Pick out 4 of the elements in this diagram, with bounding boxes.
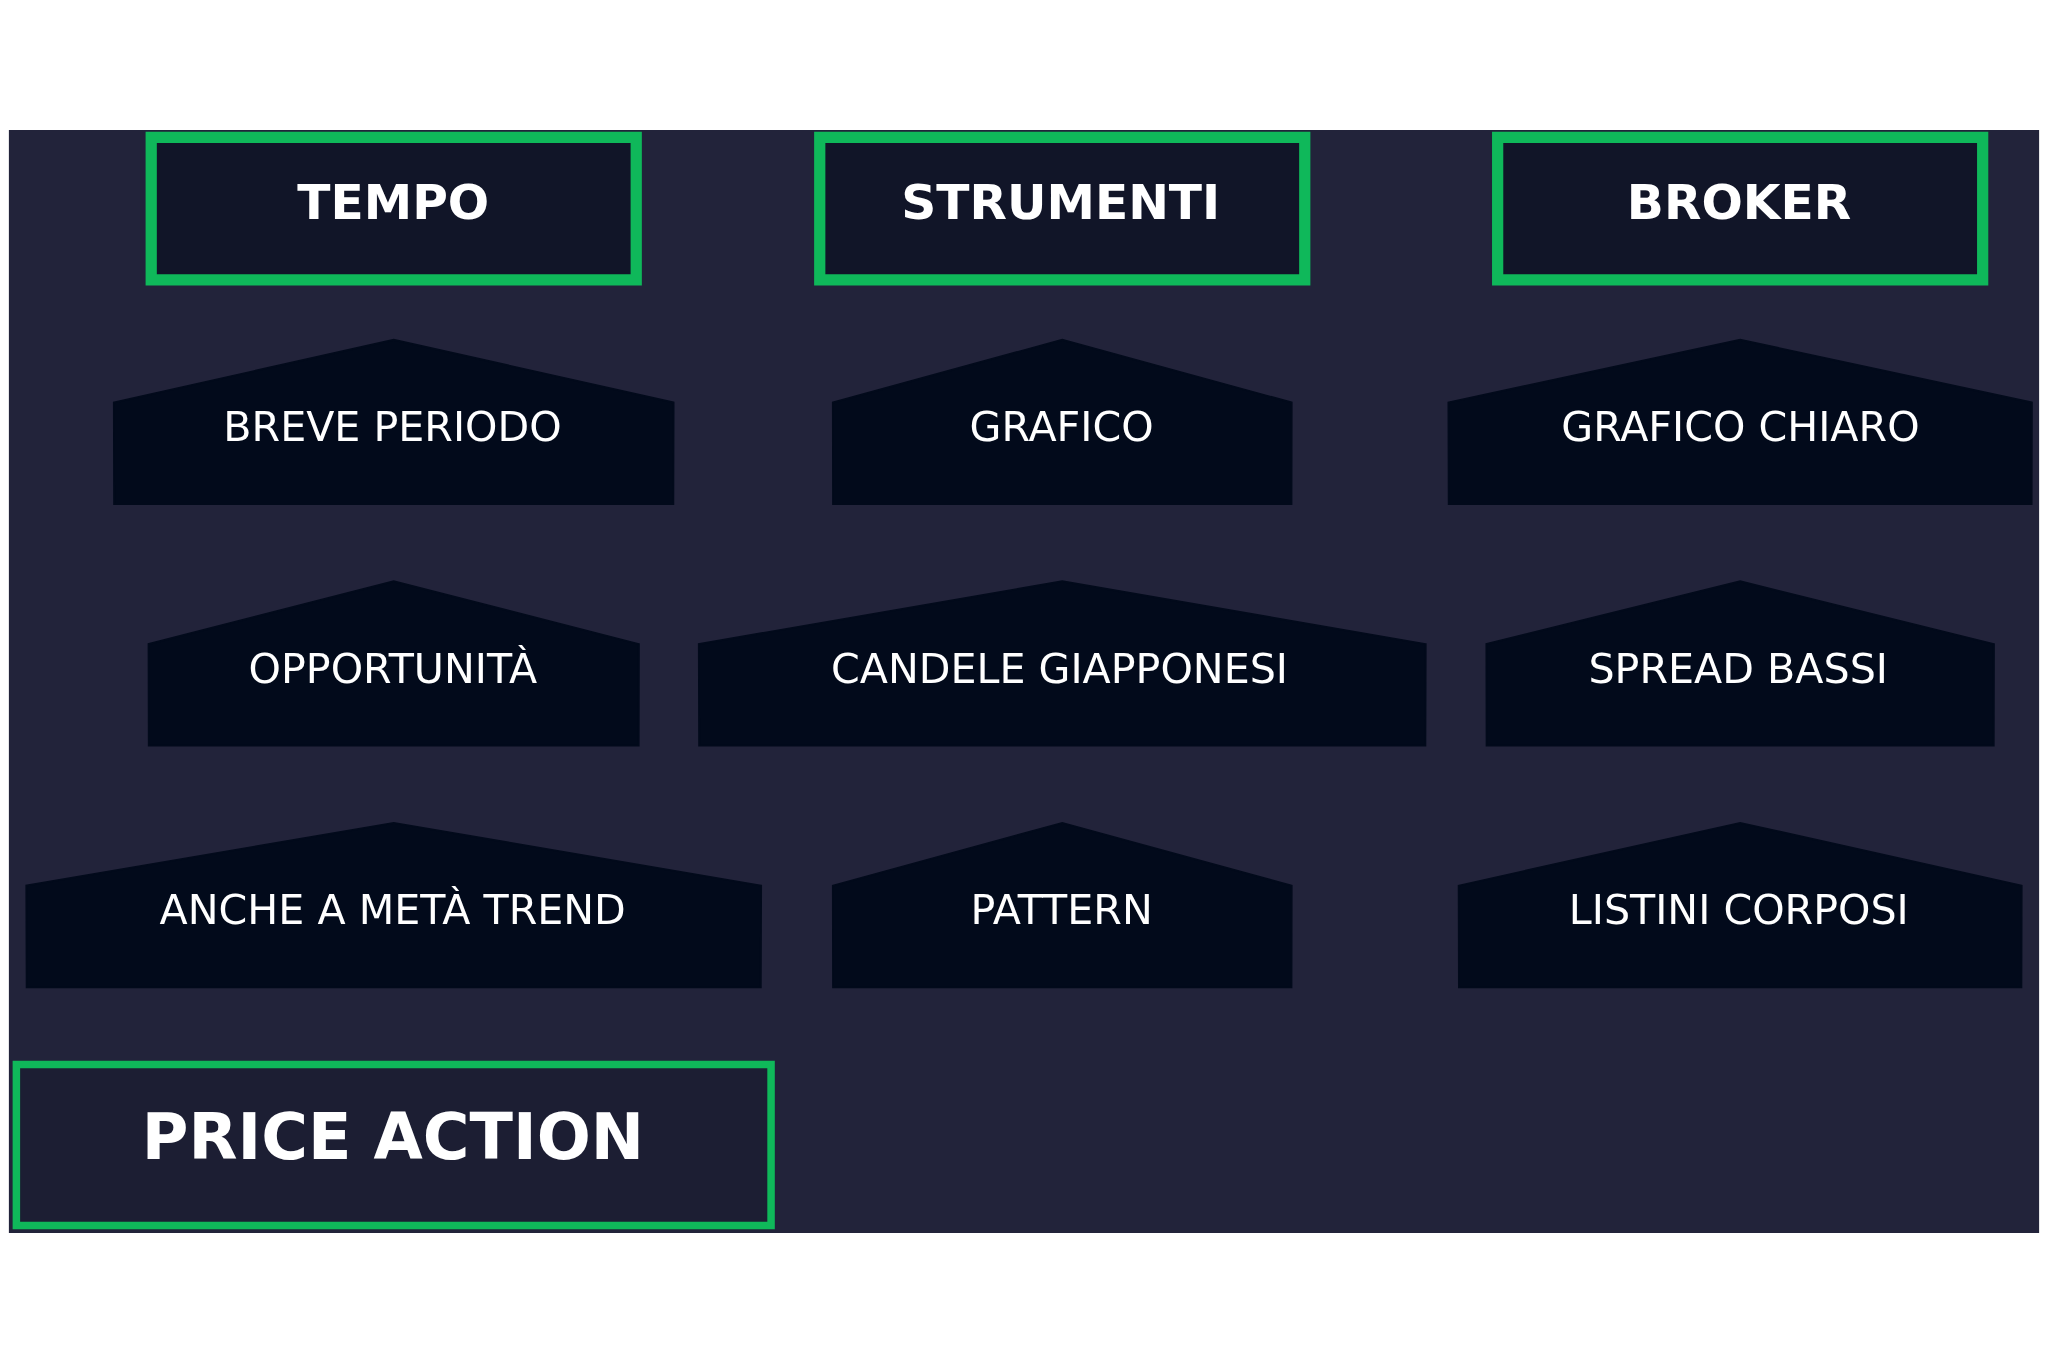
node-box: TEMPO (145, 131, 642, 286)
node-box: BROKER (1492, 131, 1989, 286)
node-box: PRICE ACTION (12, 1060, 775, 1230)
node-box: STRUMENTI (814, 131, 1311, 286)
